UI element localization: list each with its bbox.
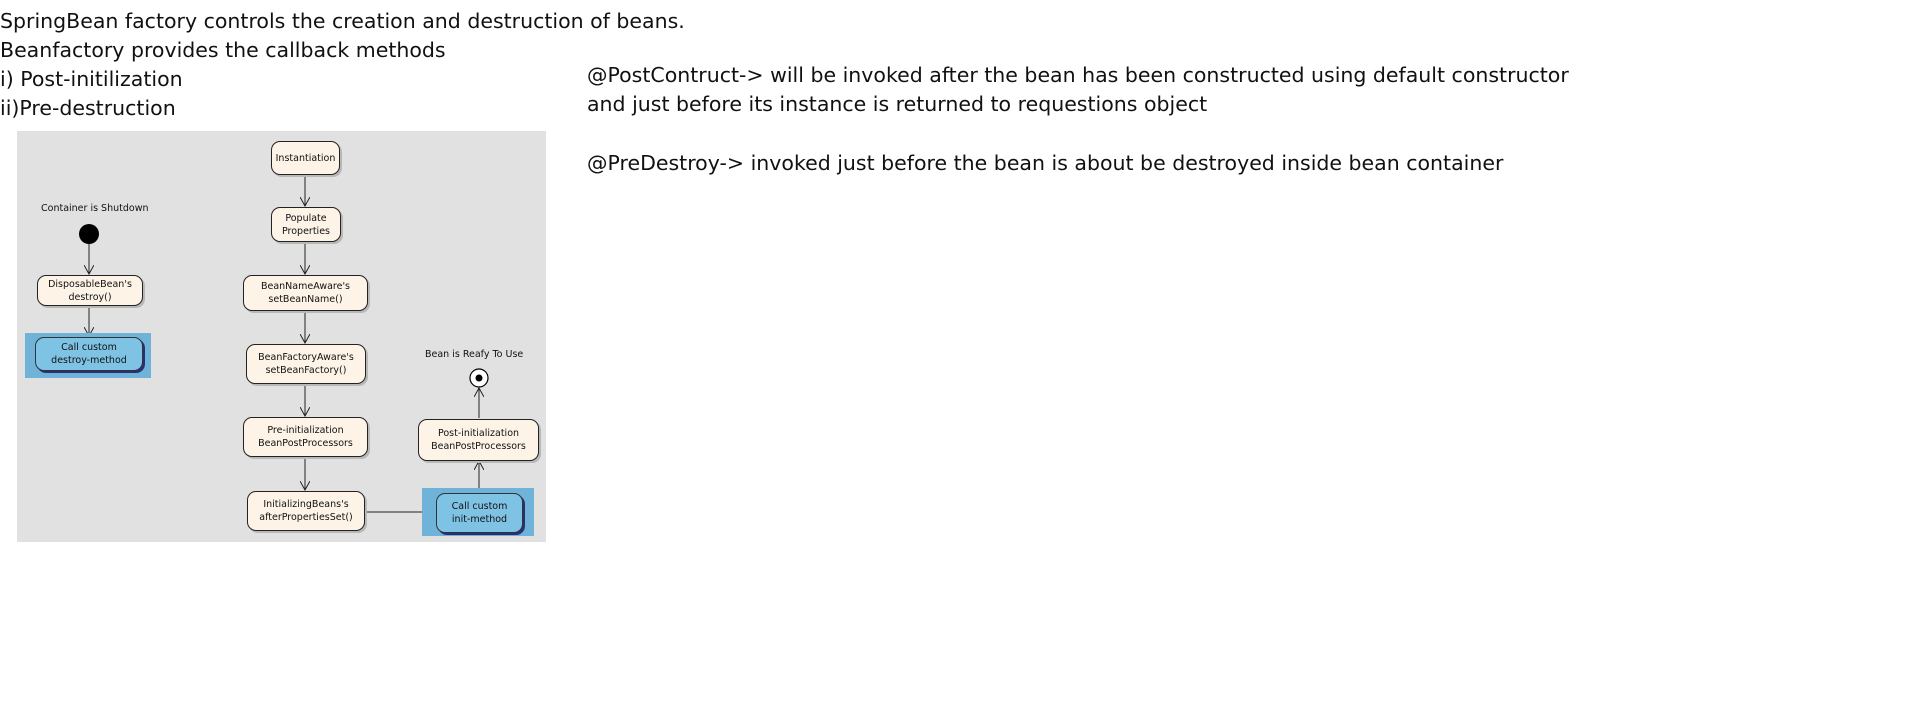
disposablebean-node: DisposableBean's destroy()	[37, 275, 143, 306]
shutdown-label: Container is Shutdown	[41, 203, 149, 214]
predestroy-note: @PreDestroy-> invoked just before the be…	[587, 151, 1504, 175]
beanfactoryaware-node: BeanFactoryAware's setBeanFactory()	[246, 344, 366, 384]
ready-label: Bean is Reafy To Use	[425, 349, 524, 360]
initializingbeans-node: InitializingBeans's afterPropertiesSet()	[247, 491, 365, 531]
bean-lifecycle-diagram: Container is Shutdown Bean is Reafy To U…	[17, 131, 546, 542]
postconstruct-note-line-2: and just before its instance is returned…	[587, 92, 1208, 116]
intro-line-1: SpringBean factory controls the creation…	[0, 9, 685, 33]
instantiation-node: Instantiation	[271, 141, 340, 175]
custom-init-method-node: Call custom init-method	[436, 493, 523, 533]
preinitialization-node: Pre-initialization BeanPostProcessors	[243, 417, 368, 457]
beannameaware-node: BeanNameAware's setBeanName()	[243, 275, 368, 311]
populate-properties-node: Populate Properties	[271, 207, 341, 242]
diagram-connectors	[79, 175, 489, 542]
intro-line-4: ii)Pre-destruction	[0, 96, 176, 120]
postconstruct-note-line-1: @PostContruct-> will be invoked after th…	[587, 63, 1569, 87]
postinitialization-node: Post-initialization BeanPostProcessors	[418, 419, 539, 461]
intro-line-2: Beanfactory provides the callback method…	[0, 38, 446, 62]
intro-line-3: i) Post-initilization	[0, 67, 183, 91]
custom-destroy-method-node: Call custom destroy-method	[35, 337, 143, 371]
ready-end-node-core	[475, 374, 483, 382]
shutdown-start-node	[79, 224, 99, 244]
